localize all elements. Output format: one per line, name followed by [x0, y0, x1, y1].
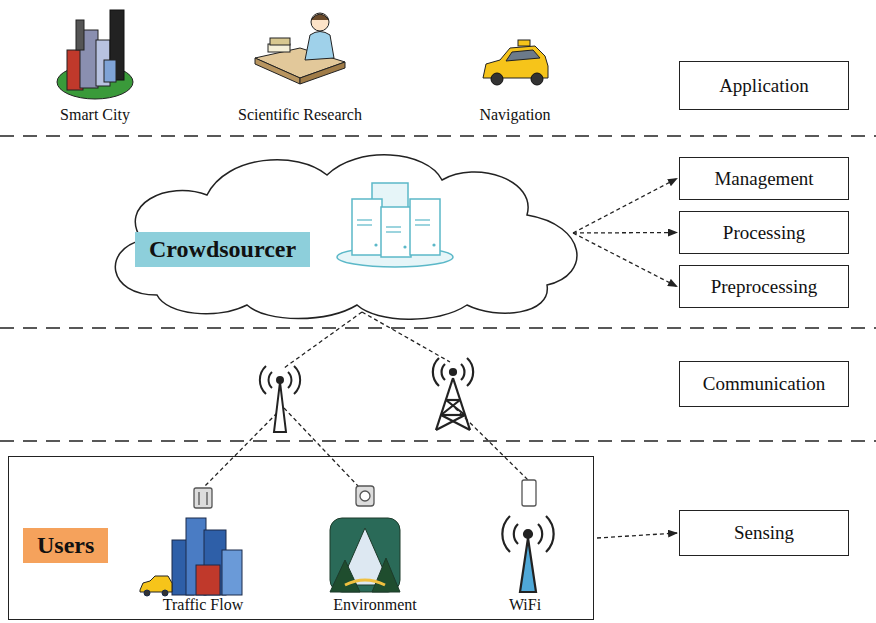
users-frame: Users	[8, 456, 594, 620]
dashed-arrow	[573, 179, 677, 234]
box-label: Management	[714, 168, 813, 190]
layer-box: Communication	[679, 361, 849, 407]
box-label: Processing	[723, 222, 805, 244]
layer-box: Sensing	[679, 510, 849, 556]
layer-box: Preprocessing	[679, 265, 849, 308]
box-label: Sensing	[734, 522, 794, 544]
icon-caption: Traffic Flow	[163, 596, 243, 614]
title-tag: Crowdsourcer	[135, 232, 310, 267]
research-icon	[255, 13, 345, 84]
cloud-shape: Crowdsourcer	[97, 145, 585, 320]
dashed-arrow	[573, 233, 677, 287]
sensor-icons	[194, 480, 536, 508]
smart-city-icon	[57, 10, 133, 99]
layer-box: Management	[679, 157, 849, 200]
icon-caption: Smart City	[60, 106, 130, 124]
taxi-icon	[483, 40, 548, 85]
icon-caption: Scientific Research	[238, 106, 362, 124]
icon-caption: WiFi	[509, 596, 541, 614]
box-label: Preprocessing	[711, 276, 818, 298]
layer-box: Processing	[679, 211, 849, 254]
box-label: Communication	[703, 373, 825, 395]
antenna-tower	[260, 366, 300, 432]
lattice-tower	[433, 358, 473, 430]
traffic-city-icon	[140, 518, 242, 596]
icon-caption: Environment	[333, 596, 417, 614]
title-tag: Users	[23, 528, 108, 563]
dashed-arrow	[597, 533, 677, 538]
environment-icon	[330, 518, 400, 592]
wifi-icon	[502, 516, 553, 592]
layer-box: Application	[679, 61, 849, 110]
dashed-arrow	[573, 232, 677, 234]
box-label: Application	[719, 75, 809, 97]
icon-caption: Navigation	[479, 106, 550, 124]
